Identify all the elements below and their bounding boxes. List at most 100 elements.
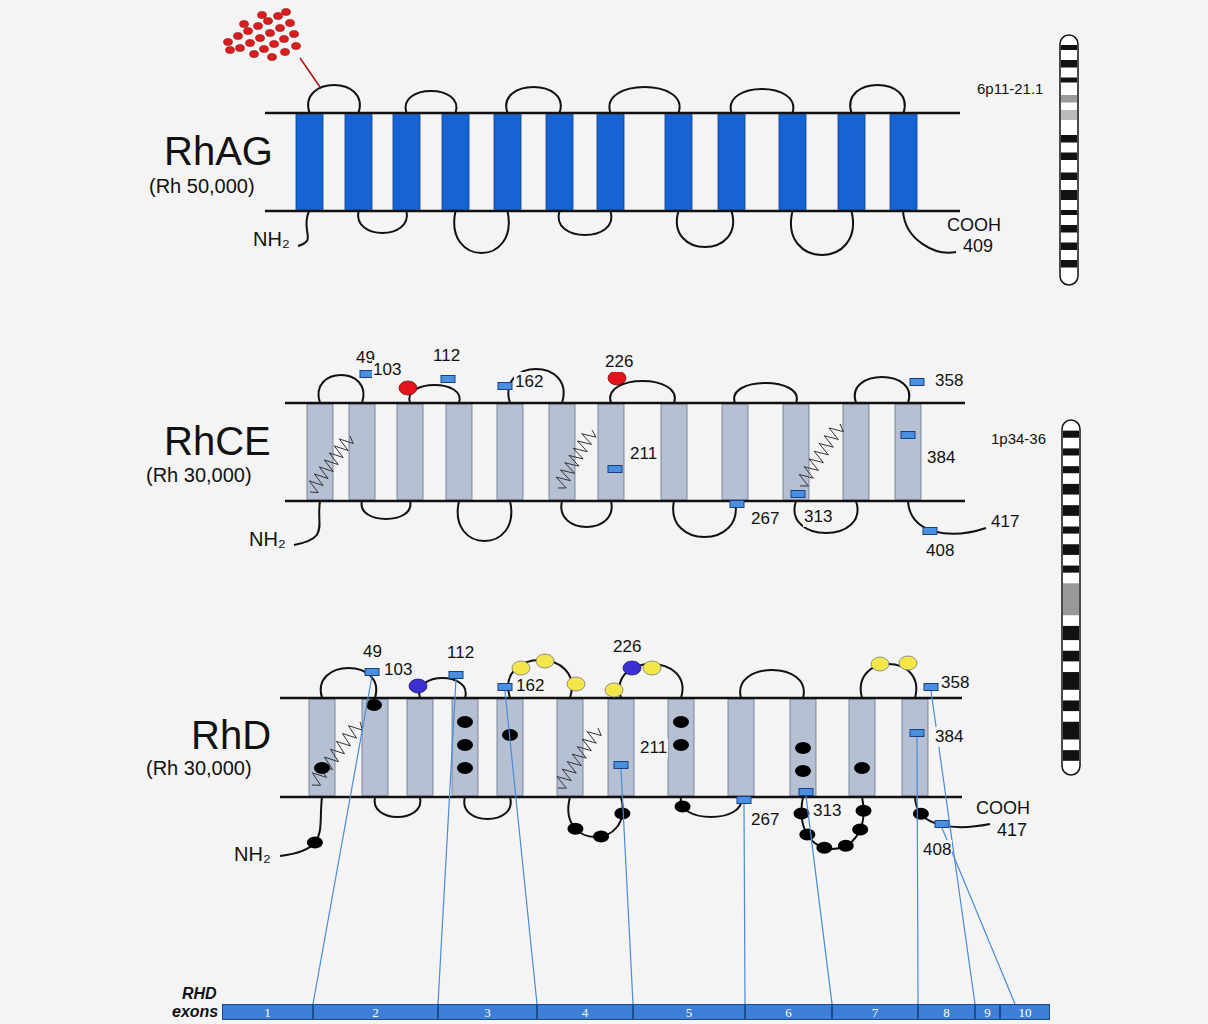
sugar-dot [292, 43, 301, 50]
chromosome-band-mark [1061, 243, 1077, 251]
residue-dot [856, 805, 872, 817]
exon-box: 7 [832, 1004, 918, 1020]
chromosome-band-mark [1063, 431, 1079, 438]
extracellular-loop [319, 375, 364, 403]
intracellular-loop [464, 797, 510, 819]
terminus-label: NH₂ [248, 528, 287, 551]
transmembrane-helix [397, 405, 423, 500]
intracellular-loop [454, 211, 509, 253]
position-marker [935, 821, 949, 828]
exon-number: 3 [484, 1006, 491, 1019]
transmembrane-helix [393, 115, 420, 210]
transmembrane-helix [895, 405, 921, 500]
chromosome-band-mark [1063, 722, 1079, 740]
chromosome-band-mark [1061, 153, 1077, 161]
residue-number: 384 [934, 727, 964, 747]
exon-box: 9 [975, 1004, 1000, 1020]
leader-line [942, 828, 1015, 1004]
residue-number: 384 [926, 448, 956, 468]
sugar-dot [268, 54, 277, 61]
extracellular-loop [308, 85, 360, 113]
residue-oval [871, 657, 889, 671]
residue-number: 267 [750, 810, 780, 830]
residue-dot [795, 742, 811, 754]
c-terminus-tail [908, 501, 986, 534]
chromosome-1 [1062, 420, 1080, 775]
exon-box: 1 [222, 1004, 313, 1020]
leader-line [917, 737, 918, 1004]
transmembrane-helix [309, 700, 335, 796]
chromosome-band-mark [1063, 672, 1079, 690]
exon-number: 1 [264, 1006, 271, 1019]
leader-line [438, 679, 456, 1004]
residue-number: 226 [612, 637, 642, 657]
sugar-dot [236, 45, 245, 52]
exon-box: 3 [438, 1004, 537, 1020]
intracellular-loop [375, 797, 421, 817]
transmembrane-helix [452, 700, 478, 796]
chromosome-band-mark [1061, 45, 1077, 50]
sugar-dot [260, 46, 269, 53]
spring-symbol [799, 424, 843, 486]
residue-oval [899, 656, 917, 670]
chromosome-band-mark [1063, 566, 1079, 573]
position-marker [799, 789, 813, 796]
position-marker [791, 491, 805, 498]
residue-dot [307, 837, 323, 849]
residue-oval [605, 683, 623, 697]
residue-dot [913, 808, 929, 820]
intracellular-loop [358, 211, 407, 233]
chromosome-band-mark [1063, 466, 1079, 473]
residue-dot [838, 840, 854, 852]
residue-dot [854, 762, 870, 774]
residue-number: 112 [432, 346, 461, 366]
exon-number: 8 [943, 1006, 950, 1019]
rhd-protein [280, 654, 990, 856]
residue-dot [593, 830, 609, 842]
residue-oval [608, 371, 626, 385]
sugar-dot [286, 20, 295, 27]
residue-number: 211 [629, 444, 658, 464]
spring-symbol [556, 430, 596, 488]
sugar-dot [224, 39, 233, 46]
chromosome-band-mark [1063, 484, 1079, 495]
position-marker [730, 501, 744, 508]
glycan-stalk [300, 58, 320, 87]
residue-dot [816, 842, 832, 854]
sugar-dot [290, 31, 299, 38]
transmembrane-helix [494, 115, 521, 210]
transmembrane-helix [790, 700, 816, 796]
transmembrane-helix [549, 405, 575, 500]
membrane-line [280, 697, 962, 700]
transmembrane-helix [722, 405, 748, 500]
extracellular-loop [506, 87, 561, 113]
residue-dot [457, 739, 473, 751]
transmembrane-helix [728, 700, 754, 796]
residue-number: 211 [639, 738, 668, 758]
position-marker [901, 432, 915, 439]
extracellular-loop [740, 670, 804, 698]
chromosome-band-mark [1063, 626, 1079, 640]
transmembrane-helix [783, 405, 809, 500]
position-marker [924, 684, 938, 691]
extracellular-loop [734, 383, 797, 403]
transmembrane-helix [296, 115, 323, 210]
position-marker [614, 762, 628, 769]
position-marker [498, 383, 512, 390]
intracellular-loop [458, 501, 512, 541]
residue-number: 103 [383, 660, 413, 680]
transmembrane-helix [345, 115, 372, 210]
sugar-dot [244, 28, 253, 35]
residue-dot [457, 716, 473, 728]
sugar-dot [234, 33, 243, 40]
transmembrane-helix [902, 700, 928, 796]
residue-number: 358 [940, 673, 970, 693]
sugar-dot [226, 47, 235, 54]
protein-name: RhD [190, 712, 272, 758]
sugar-dot [264, 18, 273, 25]
intracellular-loop [794, 501, 857, 533]
residue-number: 313 [803, 507, 833, 527]
intracellular-loop [559, 211, 612, 235]
transmembrane-helix [849, 700, 875, 796]
